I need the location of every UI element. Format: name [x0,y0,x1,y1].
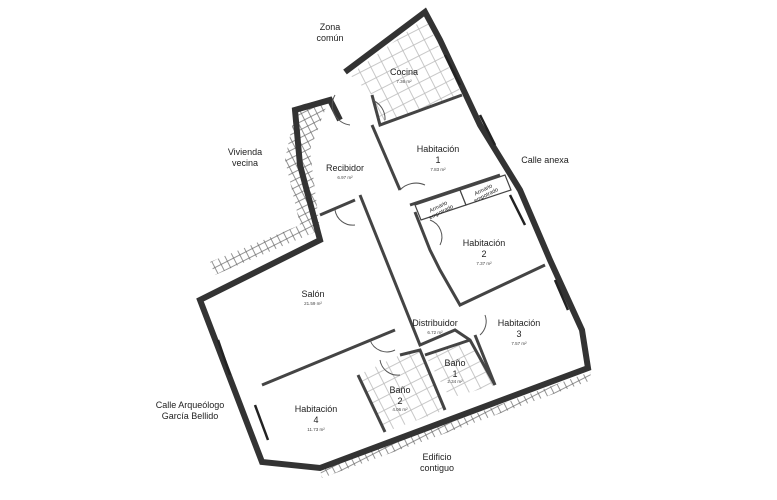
svg-text:4.06 m²: 4.06 m² [392,407,408,412]
svg-text:4: 4 [313,415,318,425]
svg-text:contiguo: contiguo [420,463,454,473]
svg-text:Salón: Salón [301,289,324,299]
kitchen-floor [350,18,462,125]
room-habitacion-3: Habitación 3 7.57 m² [498,318,541,346]
svg-text:común: común [316,33,343,43]
svg-text:Recibidor: Recibidor [326,163,364,173]
room-recibidor: Recibidor 6.97 m² [326,163,364,180]
svg-text:García Bellido: García Bellido [162,411,219,421]
svg-text:2: 2 [397,396,402,406]
door-swings [331,94,487,376]
room-habitacion-4: Habitación 4 11.73 m² [295,404,338,432]
label-edificio-contiguo: Edificio contiguo [420,452,454,473]
svg-text:Cocina: Cocina [390,67,418,77]
label-calle-anexa: Calle anexa [521,155,569,165]
svg-text:Calle Arqueólogo: Calle Arqueólogo [156,400,225,410]
svg-text:Habitación: Habitación [417,144,460,154]
bath2-floor [358,350,445,432]
svg-text:7.83 m²: 7.83 m² [430,167,446,172]
label-zona-comun: Zona común [316,22,343,43]
street-hatch-bottom [320,372,592,478]
svg-text:Distribuidor: Distribuidor [412,318,458,328]
svg-text:7.37 m²: 7.37 m² [476,261,492,266]
room-salon: Salón 21.59 m² [301,289,324,306]
label-calle-arqueologo: Calle Arqueólogo García Bellido [156,400,225,421]
svg-text:7.36 m²: 7.36 m² [396,79,412,84]
room-bano-1: Baño 1 2.34 m² [444,358,465,384]
interior-walls [261,93,546,433]
room-cocina: Cocina 7.36 m² [390,67,418,84]
svg-text:11.73 m²: 11.73 m² [307,427,325,432]
svg-text:vecina: vecina [232,158,258,168]
svg-text:7.57 m²: 7.57 m² [511,341,527,346]
svg-text:2: 2 [481,249,486,259]
svg-text:Vivienda: Vivienda [228,147,262,157]
svg-text:1: 1 [452,369,457,379]
svg-text:Baño: Baño [389,385,410,395]
neighbour-wall-hatch [210,98,330,275]
wardrobes [414,174,512,221]
room-distribuidor: Distribuidor 6.72 m² [412,318,458,335]
svg-text:Habitación: Habitación [498,318,541,328]
windows [216,54,570,441]
svg-text:6.72 m²: 6.72 m² [427,330,443,335]
svg-text:Baño: Baño [444,358,465,368]
room-bano-2: Baño 2 4.06 m² [389,385,410,412]
svg-text:1: 1 [435,155,440,165]
svg-text:6.97 m²: 6.97 m² [337,175,353,180]
svg-text:Edificio: Edificio [422,452,451,462]
svg-text:3: 3 [516,329,521,339]
svg-text:Habitación: Habitación [295,404,338,414]
room-habitacion-1: Habitación 1 7.83 m² [417,144,460,172]
room-habitacion-2: Habitación 2 7.37 m² [463,238,506,266]
svg-text:Habitación: Habitación [463,238,506,248]
svg-text:Zona: Zona [320,22,341,32]
label-vivienda-vecina: Vivienda vecina [228,147,262,168]
svg-text:2.34 m²: 2.34 m² [447,379,463,384]
svg-text:21.59 m²: 21.59 m² [304,301,322,306]
